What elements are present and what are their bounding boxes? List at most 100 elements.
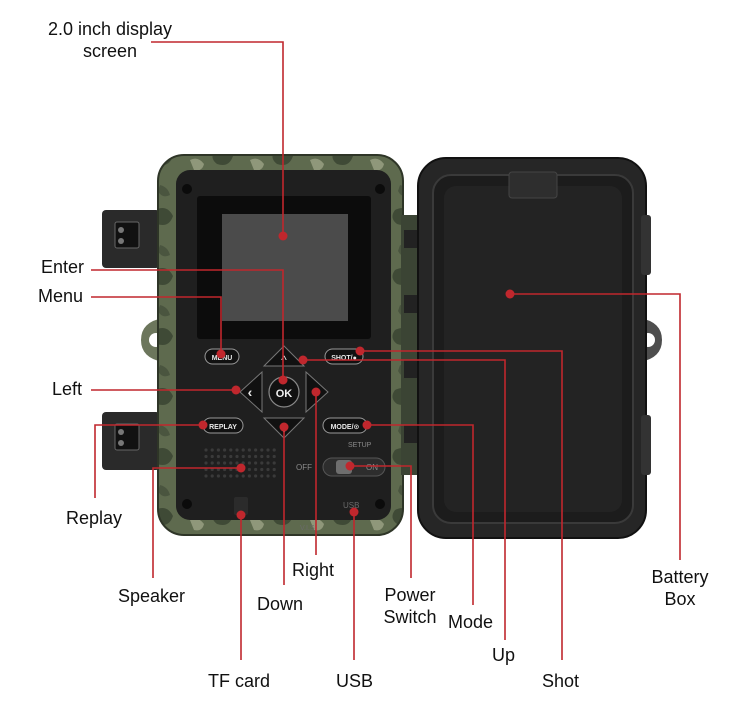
- callout-power-switch: [350, 465, 412, 578]
- callout-display: [151, 41, 284, 236]
- speaker-hole: [260, 467, 264, 472]
- usb-port-text: USB: [343, 501, 359, 510]
- callout-dots: [198, 231, 515, 520]
- speaker-hole: [247, 454, 251, 459]
- speaker-hole: [241, 454, 245, 459]
- speaker-hole: [254, 461, 258, 465]
- callout-lines: [91, 41, 681, 660]
- speaker-hole: [254, 448, 258, 452]
- callout-shot: [360, 350, 563, 660]
- tf-card-slot[interactable]: [234, 497, 248, 515]
- label-replay: Replay: [66, 508, 123, 528]
- speaker-hole: [204, 448, 208, 452]
- off-text: OFF: [296, 463, 312, 472]
- speaker-hole: [210, 474, 214, 478]
- speaker-hole: [266, 467, 270, 472]
- speaker-hole: [204, 461, 208, 465]
- menu-button-label: MENU: [212, 355, 233, 362]
- label-down: Down: [257, 594, 304, 614]
- speaker-hole: [272, 448, 276, 452]
- label-enter: Enter: [41, 257, 85, 277]
- replay-button-label: REPLAY: [209, 424, 237, 431]
- label-up: Up: [492, 645, 516, 665]
- speaker-hole: [229, 474, 233, 478]
- label-battery-box: Battery Box: [651, 566, 708, 610]
- speaker-hole: [272, 474, 276, 478]
- label-usb: USB: [336, 671, 374, 691]
- label-power-switch-line1: Power: [384, 585, 436, 605]
- speaker-hole: [254, 474, 258, 478]
- body-model-text: V.I.S: [300, 525, 315, 532]
- speaker-hole: [229, 461, 233, 465]
- chevron-left-icon: ‹: [248, 384, 253, 400]
- label-menu: Menu: [38, 286, 84, 306]
- chevron-up-icon: ^: [281, 353, 287, 367]
- label-mode: Mode: [448, 612, 494, 632]
- speaker-hole: [260, 474, 264, 478]
- battery-door: [417, 157, 662, 539]
- shot-button-label: SHOT/●: [331, 355, 357, 362]
- speaker-hole: [241, 474, 245, 478]
- speaker-hole: [266, 448, 270, 452]
- speaker-hole: [229, 448, 233, 452]
- speaker-hole: [247, 467, 251, 472]
- speaker-hole: [247, 461, 251, 465]
- speaker-hole: [266, 461, 270, 465]
- label-power-switch-line2: Switch: [383, 607, 437, 627]
- display-screen: [222, 214, 348, 321]
- label-power-switch: Power Switch: [383, 584, 436, 628]
- speaker-hole: [204, 454, 208, 459]
- speaker-hole: [210, 454, 214, 459]
- speaker-hole: [254, 454, 258, 459]
- label-speaker: Speaker: [118, 586, 186, 606]
- label-left: Left: [52, 379, 83, 399]
- speaker-hole: [235, 474, 239, 478]
- callout-speaker: [152, 467, 241, 578]
- speaker-hole: [254, 467, 258, 472]
- speaker-hole: [247, 474, 251, 478]
- speaker-hole: [223, 454, 227, 459]
- replay-button[interactable]: REPLAY: [202, 417, 244, 434]
- label-battery-box-line2: Box: [664, 589, 696, 609]
- speaker-hole: [235, 461, 239, 465]
- label-battery-box-line1: Battery: [651, 567, 709, 587]
- speaker-hole: [272, 454, 276, 459]
- speaker-hole: [235, 448, 239, 452]
- speaker-hole: [266, 454, 270, 459]
- label-display-line1: 2.0 inch display: [47, 19, 173, 39]
- speaker-hole: [260, 448, 264, 452]
- callout-menu: [91, 296, 222, 354]
- speaker-hole: [216, 448, 220, 452]
- mode-button-label: MODE/⊙: [331, 424, 360, 431]
- callout-enter: [91, 269, 284, 380]
- door-latch[interactable]: [508, 171, 558, 199]
- speaker-hole: [229, 454, 233, 459]
- label-tf-card: TF card: [208, 671, 271, 691]
- label-display-line2: screen: [82, 41, 138, 61]
- label-display: 2.0 inch display screen: [48, 18, 172, 62]
- mode-button[interactable]: MODE/⊙: [322, 417, 368, 434]
- callout-up: [303, 359, 506, 640]
- speaker-hole: [260, 461, 264, 465]
- speaker-hole: [223, 448, 227, 452]
- callout-mode: [367, 424, 474, 605]
- speaker-hole: [223, 461, 227, 465]
- speaker-hole: [260, 454, 264, 459]
- speaker-hole: [216, 454, 220, 459]
- ok-button-label: OK: [276, 388, 293, 400]
- label-right: Right: [292, 560, 335, 580]
- setup-text: SETUP: [348, 442, 372, 449]
- callout-battery-box: [510, 293, 681, 560]
- speaker-hole: [266, 474, 270, 478]
- speaker-hole: [247, 448, 251, 452]
- speaker-hole: [216, 461, 220, 465]
- camera-body: [102, 154, 423, 536]
- callout-replay: [94, 424, 203, 498]
- speaker-hole: [223, 474, 227, 478]
- speaker-hole: [216, 474, 220, 478]
- left-button[interactable]: ‹: [248, 384, 253, 400]
- speaker-hole: [272, 461, 276, 465]
- speaker-hole: [272, 467, 276, 472]
- up-button[interactable]: ^: [281, 353, 287, 367]
